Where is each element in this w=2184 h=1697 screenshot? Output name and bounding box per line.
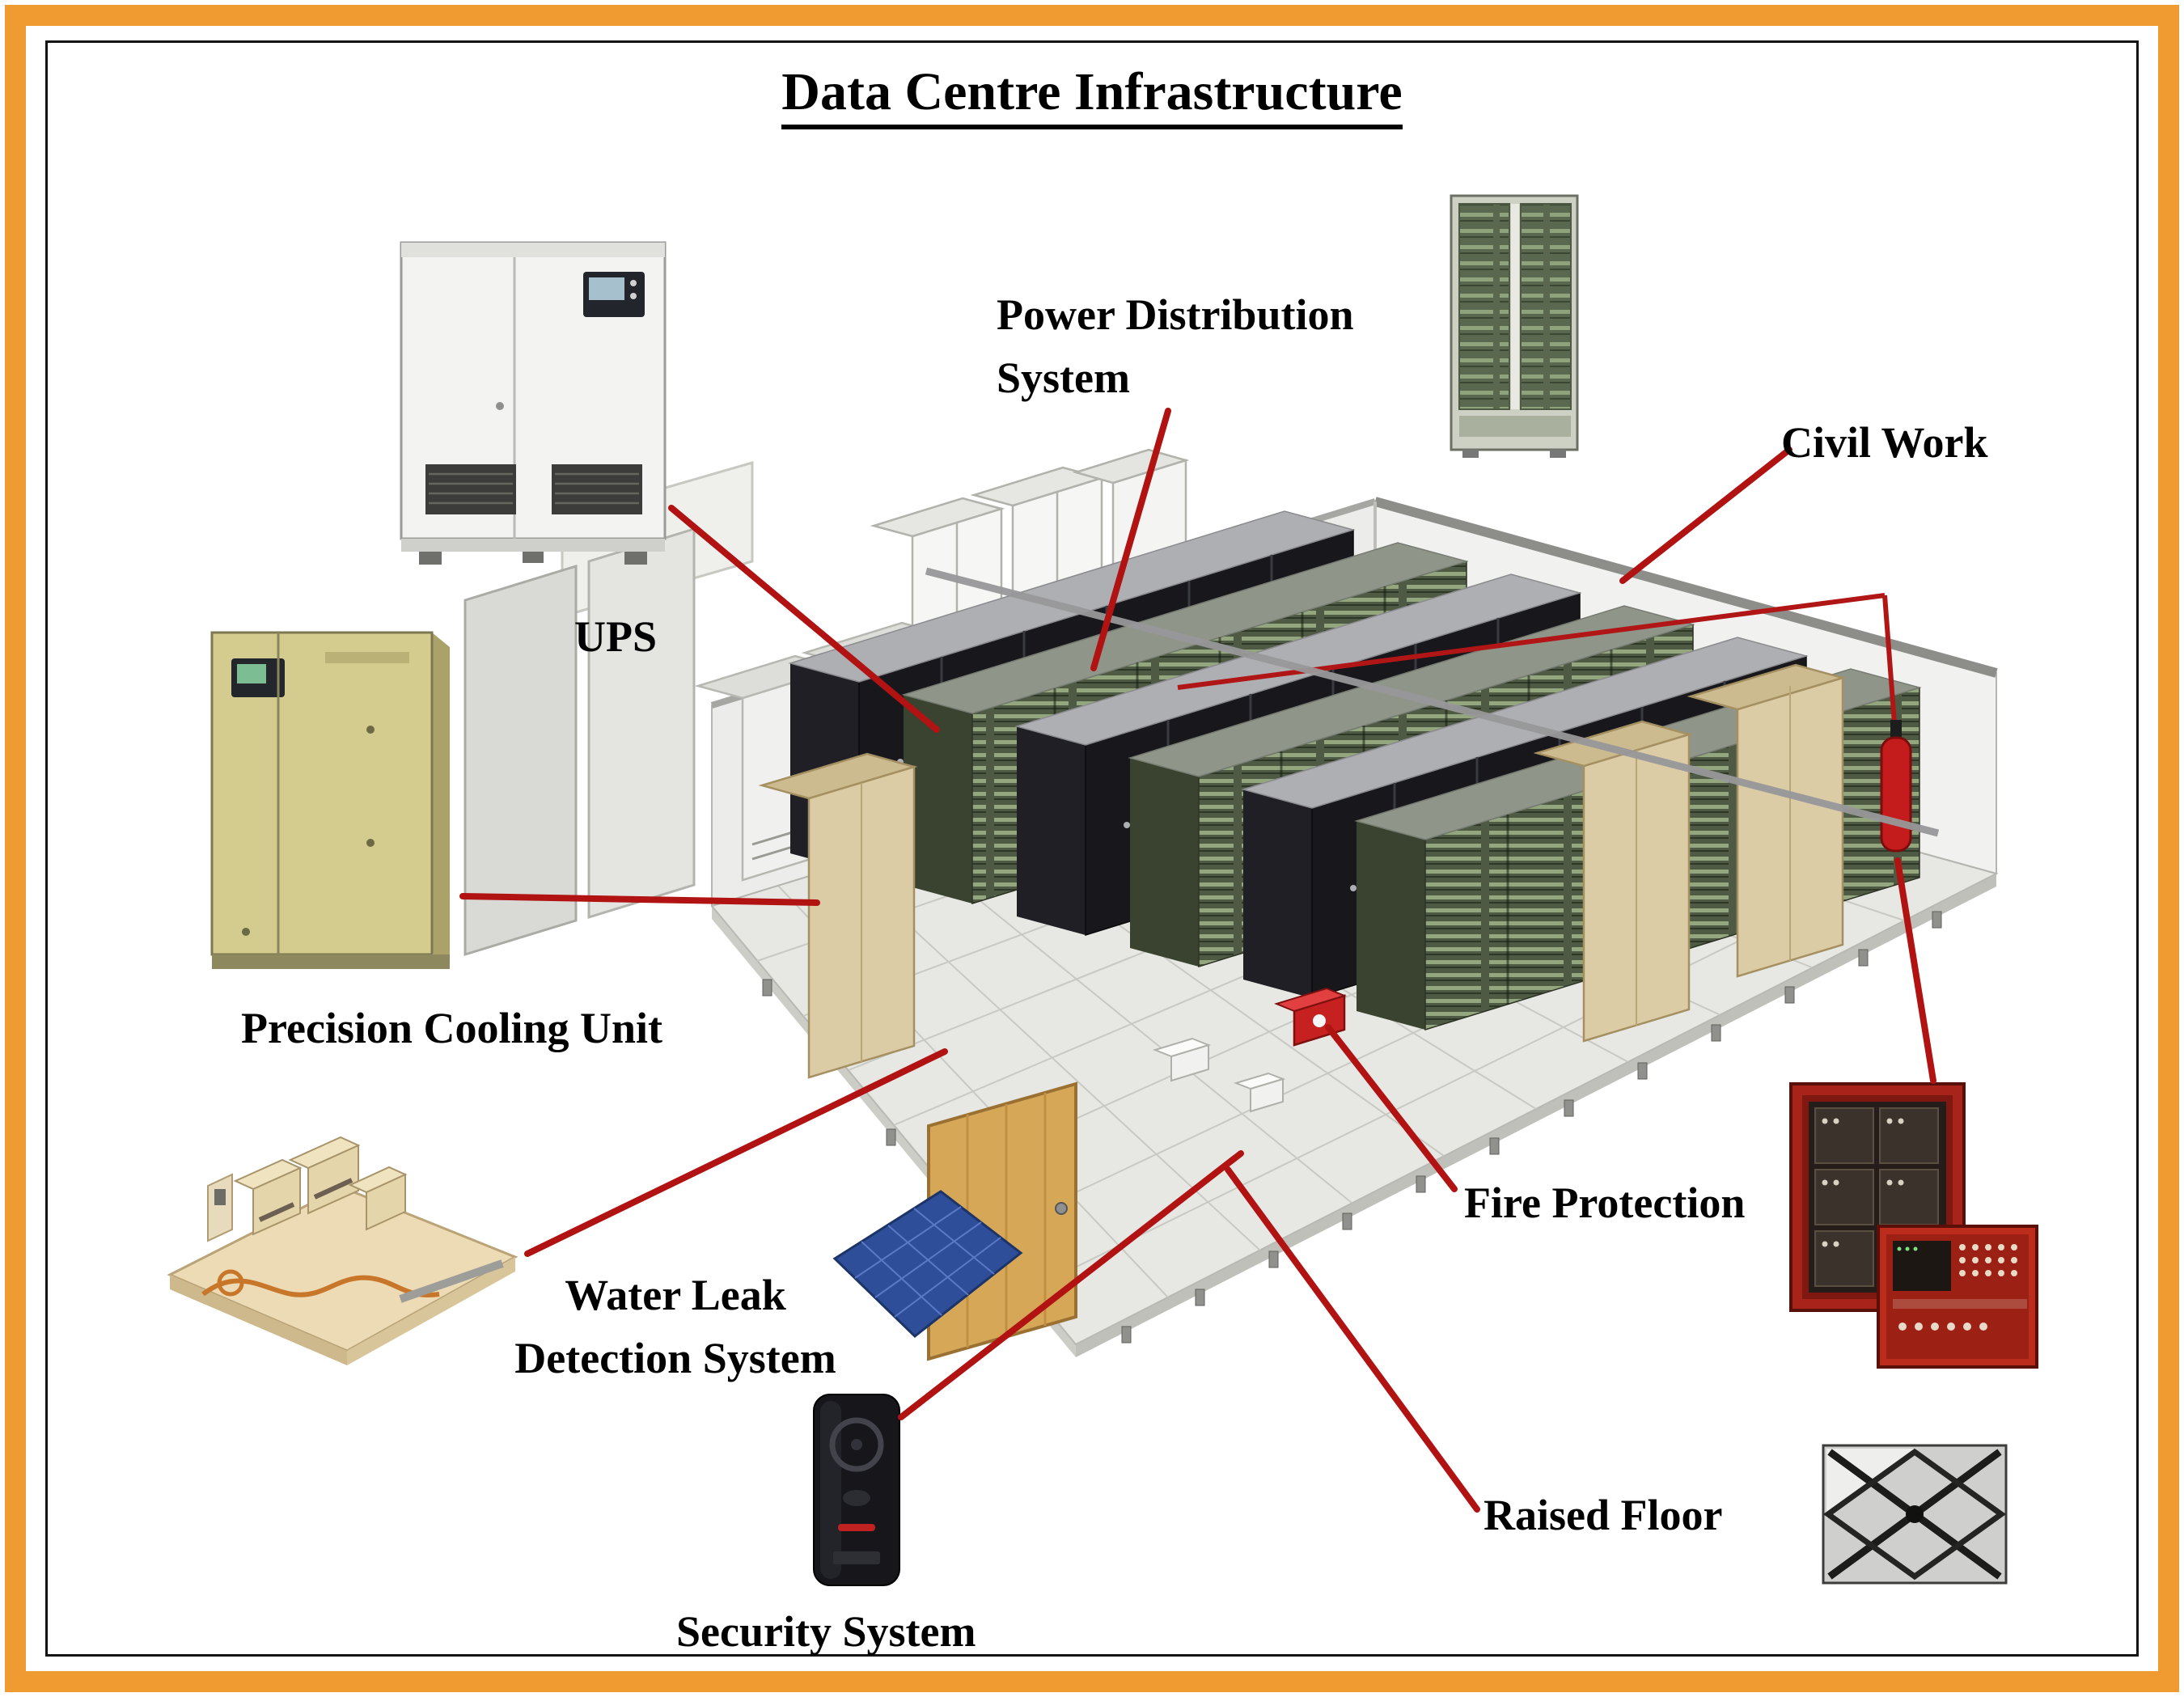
connector-water-leak [524,1048,948,1257]
precision-cooling-label: Precision Cooling Unit [241,1004,663,1052]
precision-cooling-image [210,631,450,969]
page-title: Data Centre Infrastructure [0,61,2184,129]
connector-fire-panel [1894,857,1936,1084]
connector-civil-work [1619,446,1792,584]
connector-precision-cooling [459,893,820,906]
connector-fire-protection [1325,1024,1458,1192]
datacenter-room-illustration [463,448,1999,1361]
power-distribution-image [1450,194,1579,458]
fire-suppression-pipe [1177,593,1897,724]
civil-work-label: Civil Work [1781,418,1988,467]
connector-raised-floor [1225,1166,1480,1513]
connector-ups [668,505,940,733]
connector-power-distribution [1090,408,1171,671]
ups-label: UPS [574,612,658,661]
connector-lines [459,408,1936,1513]
security-system-label: Security System [676,1607,976,1656]
security-system-image [813,1394,900,1586]
anti-static-mat [832,1190,1023,1338]
fire-protection-label: Fire Protection [1464,1179,1746,1227]
water-leak-image [167,1136,518,1365]
connector-security [898,1150,1244,1420]
raised-floor-label: Raised Floor [1484,1491,1723,1539]
beige-cabinets [758,663,1847,1079]
raised-floor-image [1822,1444,2008,1585]
ceiling-rail [925,567,1940,837]
water-leak-label: Water Leak Detection System [514,1271,836,1383]
fire-extinguisher [1880,720,1912,853]
fire-protection-image [1789,1082,2038,1369]
ups-image [400,241,667,565]
floor-boxes [1152,1037,1286,1113]
power-distribution-label: Power Distribution System [997,290,1354,403]
